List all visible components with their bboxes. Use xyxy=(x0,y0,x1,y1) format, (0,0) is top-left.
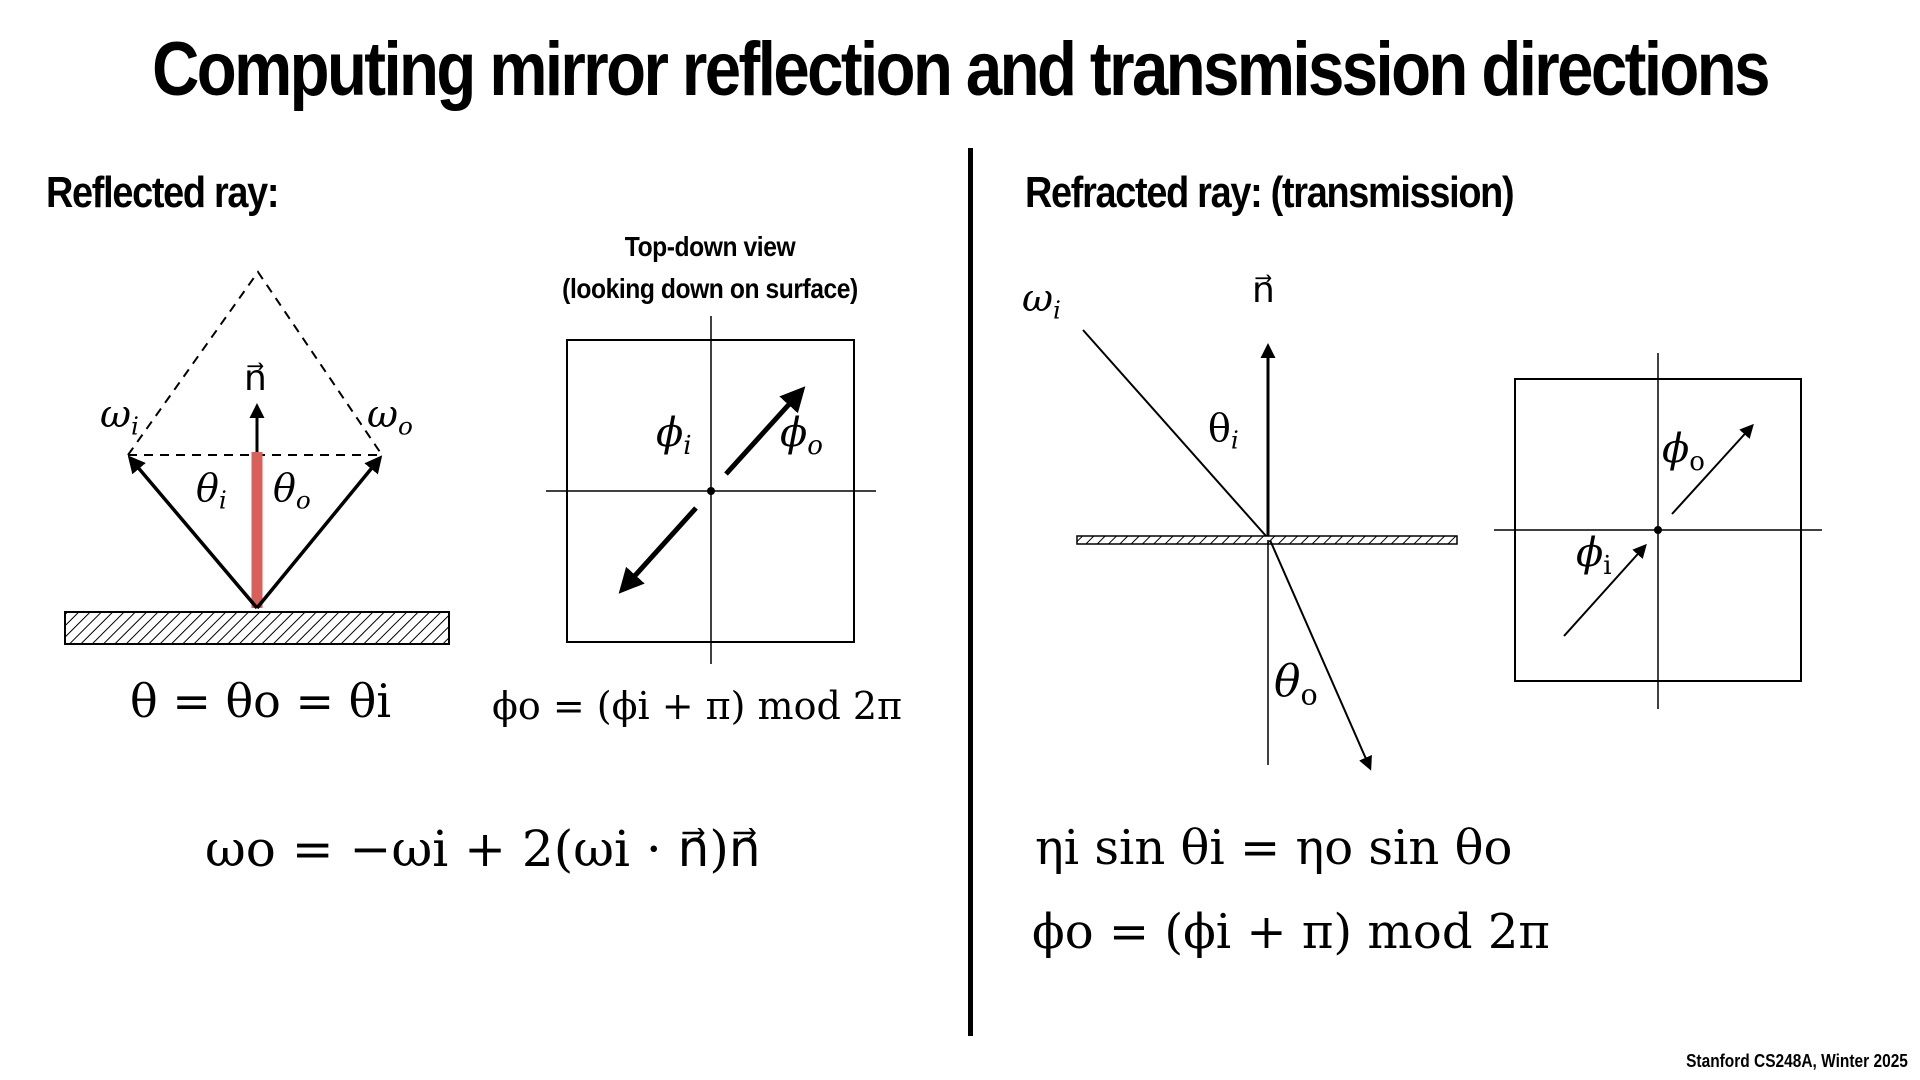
topdown-caption-line1: Top-down view xyxy=(624,231,796,262)
reflection-surface xyxy=(64,611,450,645)
phi-i-arrow xyxy=(618,506,698,594)
topdown-view xyxy=(546,316,876,664)
refraction-phi-o-arrow xyxy=(1671,423,1754,515)
equation-phi-refract: ϕo = (ϕi + π) mod 2π xyxy=(1032,904,1550,960)
refraction-label-phi-i: ϕi xyxy=(1576,530,1612,581)
topdown-caption: Top-down view (looking down on surface) xyxy=(552,226,869,310)
refraction-label-theta-i: θi xyxy=(1208,406,1239,455)
refraction-label-omega-i: ωi xyxy=(1022,276,1061,325)
reflected-ray xyxy=(255,455,383,610)
equation-theta: θ = θo = θi xyxy=(130,674,392,728)
footer-credit: Stanford CS248A, Winter 2025 xyxy=(1686,1051,1908,1071)
label-theta-o: θo xyxy=(273,466,311,515)
construction-lines xyxy=(127,270,383,456)
refraction-diagram xyxy=(1076,329,1458,771)
label-phi-i: ϕi xyxy=(656,410,692,461)
topdown-caption-line2: (looking down on surface) xyxy=(562,273,858,304)
reflected-heading: Reflected ray: xyxy=(46,168,280,217)
refraction-label-phi-o: ϕo xyxy=(1662,426,1705,477)
label-phi-o: ϕo xyxy=(780,410,823,461)
column-divider xyxy=(968,148,973,1036)
phi-o-arrow xyxy=(724,386,806,476)
refraction-label-normal: n⃗ xyxy=(1252,270,1275,311)
refraction-label-theta-o: θo xyxy=(1274,656,1318,712)
slide-title: Computing mirror reflection and transmis… xyxy=(152,27,1770,112)
refraction-topdown-view xyxy=(1494,353,1822,709)
refraction-incident-ray xyxy=(1082,329,1267,537)
equation-snell: ηi sin θi = ηo sin θo xyxy=(1035,820,1513,876)
refracted-heading: Refracted ray: (transmission) xyxy=(1025,168,1515,217)
label-normal: n⃗ xyxy=(244,358,267,399)
refraction-transmitted-ray xyxy=(1269,539,1372,771)
incident-ray xyxy=(127,455,259,610)
equation-omega-reflect: ωo = −ωi + 2(ωi · n⃗)n⃗ xyxy=(205,820,761,878)
refraction-phi-i-arrow xyxy=(1563,543,1647,637)
label-omega-o: ωo xyxy=(367,392,413,441)
equation-phi-reflect: ϕo = (ϕi + π) mod 2π xyxy=(492,684,903,728)
label-omega-i: ωi xyxy=(100,392,139,441)
label-theta-i: θi xyxy=(196,466,227,515)
